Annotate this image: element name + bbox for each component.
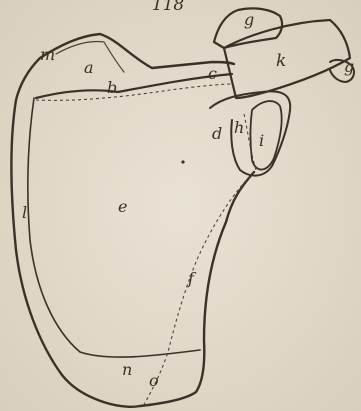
label-o: o xyxy=(149,371,159,390)
label-h: h xyxy=(234,118,244,137)
label-g-right: g xyxy=(344,57,354,76)
center-dot xyxy=(181,160,184,163)
label-b: b xyxy=(107,78,117,97)
label-k: k xyxy=(276,51,286,71)
label-c: c xyxy=(208,64,217,83)
label-e: e xyxy=(118,197,127,216)
figure-number: 118 xyxy=(152,0,185,15)
label-m: m xyxy=(40,45,55,64)
label-g-top: g xyxy=(244,10,254,29)
label-l: l xyxy=(22,203,27,222)
label-d: d xyxy=(212,124,222,143)
label-n: n xyxy=(122,360,132,379)
label-i: i xyxy=(259,131,264,150)
label-a: a xyxy=(84,58,94,77)
